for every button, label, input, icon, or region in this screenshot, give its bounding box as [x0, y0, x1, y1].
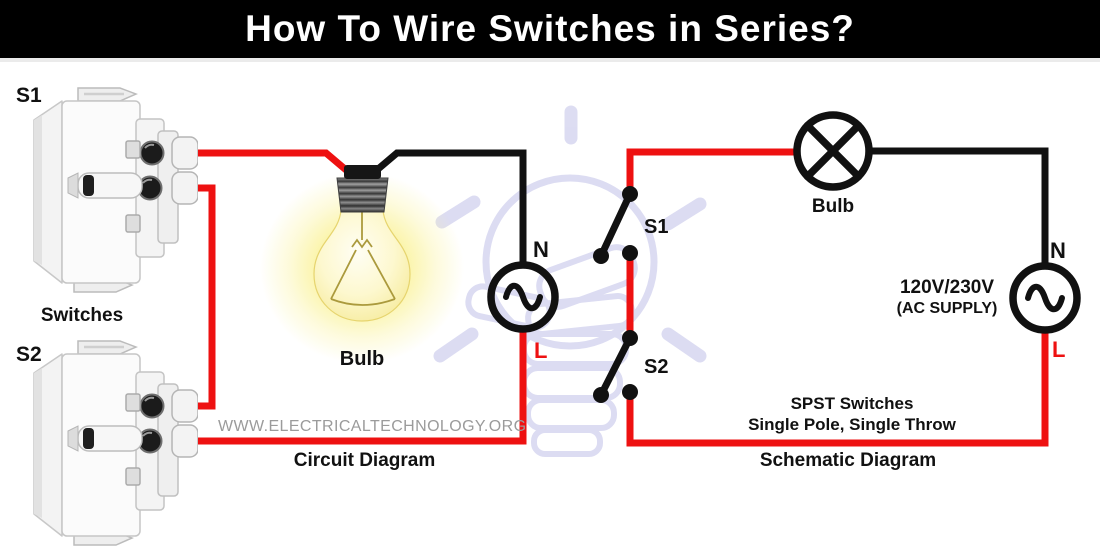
schematic-neutral-label: N	[1050, 238, 1066, 263]
schematic-live-label: L	[1052, 337, 1066, 362]
lamp-symbol-schematic	[793, 111, 873, 191]
schematic-diagram-caption: Schematic Diagram	[759, 450, 937, 471]
bulb-filament	[330, 212, 396, 306]
title-bar: How To Wire Switches in Series?	[0, 0, 1100, 62]
supply-name-label: (AC SUPPLY)	[896, 300, 998, 317]
supply-voltage-label: 120V/230V	[899, 277, 995, 298]
circuit-switch1-label: S1	[16, 84, 42, 107]
schematic-switch2-label: S2	[644, 356, 669, 378]
circuit-live-label: L	[534, 338, 548, 363]
circuit-switches-label: Switches	[40, 305, 124, 326]
circuit-switch2-label: S2	[16, 343, 42, 366]
ac-source-symbol-circuit	[487, 261, 559, 333]
glowing-bulb	[313, 165, 411, 322]
circuit-diagram-caption: Circuit Diagram	[293, 450, 436, 471]
spst-switch-s1-symbol	[593, 186, 638, 264]
schematic-bulb-label: Bulb	[811, 196, 855, 217]
physical-switch-s1	[32, 86, 198, 294]
page-title: How To Wire Switches in Series?	[245, 8, 855, 49]
spst-caption-line2: Single Pole, Single Throw	[748, 415, 956, 434]
watermark-bulb-sketch	[433, 105, 707, 457]
watermark-url: WWW.ELECTRICALTECHNOLOGY.ORG	[218, 418, 527, 435]
schematic-diagram-wires	[626, 147, 1049, 447]
spst-caption-line1: SPST Switches	[790, 394, 914, 413]
circuit-neutral-label: N	[533, 237, 549, 262]
physical-switch-s2	[32, 339, 198, 547]
circuit-bulb-label: Bulb	[339, 348, 385, 370]
schematic-switch1-label: S1	[644, 216, 669, 238]
ac-supply-symbol-schematic	[1009, 262, 1081, 334]
spst-switch-s2-symbol	[593, 330, 638, 403]
